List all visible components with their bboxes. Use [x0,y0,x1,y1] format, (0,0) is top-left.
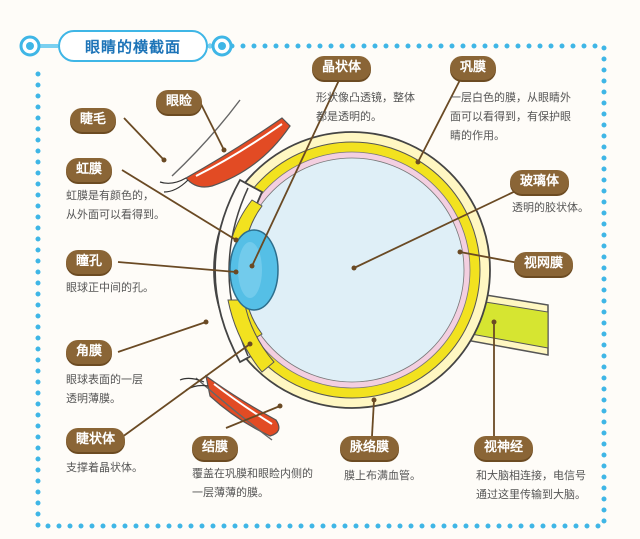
desc-cornea: 眼球表面的一层透明薄膜。 [66,373,143,405]
desc-pupil: 眼球正中间的孔。 [66,281,154,294]
desc-sclera: 一层白色的膜，从眼睛外面可以看得到，有保护眼睛的作用。 [450,91,571,142]
label-iris: 虹膜 [66,158,113,182]
label-retina: 视网膜 [514,252,574,276]
label-lens: 晶状体 [312,56,372,80]
desc-lens: 形状像凸透镜，整体都是透明的。 [316,91,415,123]
label-conjunctiva: 结膜 [192,436,239,460]
label-pupil: 瞳孔 [66,250,113,274]
label-optic-nerve: 视神经 [474,436,534,460]
label-sclera: 巩膜 [450,56,497,80]
desc-iris: 虹膜是有颜色的，从外面可以看得到。 [66,189,165,221]
eyelash-shape [159,177,189,193]
desc-choroid: 膜上布满血管。 [344,469,421,482]
label-vitreous: 玻璃体 [510,170,570,194]
label-eyelash: 睫毛 [70,108,117,132]
desc-conjunctiva: 覆盖在巩膜和眼睑内侧的一层薄薄的膜。 [192,467,313,499]
label-ciliary-body: 睫状体 [66,428,126,452]
label-eyelid: 眼睑 [156,90,203,114]
desc-optic-nerve: 和大脑相连接，电信号通过这里传输到大脑。 [476,469,586,501]
label-cornea: 角膜 [66,340,113,364]
desc-ciliary-body: 支撑着晶状体。 [66,461,143,474]
desc-vitreous: 透明的胶状体。 [512,201,589,214]
label-choroid: 脉络膜 [340,436,400,460]
page-title: 眼睛的横截面 [58,30,208,62]
